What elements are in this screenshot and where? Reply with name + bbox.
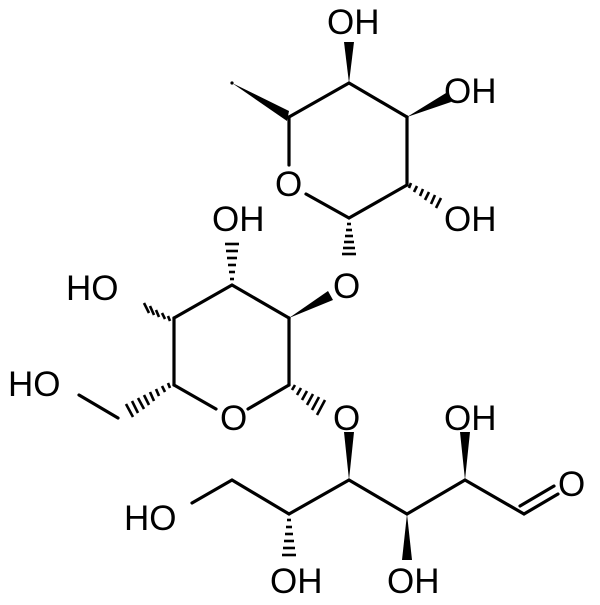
- chain-oh-wedge-bond: [460, 432, 470, 480]
- bond: [287, 478, 351, 516]
- bond: [246, 383, 291, 411]
- oh-right-mid-label: OH: [444, 200, 497, 239]
- chain-oh-bottom-wedge-bond: [402, 514, 412, 560]
- ring-2: [77, 242, 333, 420]
- bond: [77, 393, 120, 420]
- oh-top-label: OH: [327, 3, 380, 42]
- aldehyde-oxygen-label: O: [558, 465, 585, 504]
- o-link2-wedge-bond: [344, 432, 354, 480]
- oh-right-upper-label: OH: [444, 72, 497, 111]
- bond: [172, 283, 234, 320]
- methyl-wedge-bond: [232, 83, 289, 121]
- bond: [304, 192, 351, 220]
- ring-1: [232, 42, 451, 256]
- bond: [347, 183, 409, 220]
- bond: [230, 478, 291, 516]
- aldehyde-bond: [518, 484, 556, 508]
- bond: [347, 478, 409, 516]
- ring2-oh-hash-bond: [225, 242, 239, 281]
- o-link1-label: O: [333, 267, 360, 306]
- ring1-oxygen-label: O: [275, 165, 302, 204]
- bond: [190, 478, 234, 505]
- ring2-ch2-hash-bond: [124, 382, 172, 418]
- bond: [230, 283, 291, 320]
- anomeric-hash-bond-2: [290, 384, 327, 416]
- bond: [287, 81, 351, 119]
- ring2-oxygen-label: O: [220, 399, 247, 438]
- oh-chain-top-label: OH: [444, 399, 497, 438]
- o-link2-label: O: [333, 399, 360, 438]
- oh-bottom-right-label: OH: [387, 562, 440, 600]
- o-link1-wedge-bond: [289, 291, 333, 318]
- oh-ring2-top-label: OH: [212, 200, 265, 239]
- bond: [347, 81, 409, 119]
- chain-oh-hash-bond: [282, 518, 296, 557]
- oh-right-wedge-bond: [407, 93, 451, 117]
- oh-right-hash-bond: [407, 182, 443, 209]
- anomeric-hash-bond-1: [342, 222, 356, 256]
- ho-chain-left-label: HO: [124, 499, 177, 538]
- ho-ch2-label: HO: [8, 365, 61, 404]
- ring2-ho-hash-bond: [142, 302, 172, 322]
- bond: [172, 383, 218, 411]
- open-chain: [190, 432, 560, 560]
- ho-ring2-left-label: HO: [66, 269, 119, 308]
- bond: [405, 478, 467, 516]
- bond: [463, 478, 526, 516]
- atom-labels: OH OH OH O OH HO O HO O O OH O HO OH OH: [8, 3, 585, 601]
- aldehyde-bond: [522, 492, 560, 516]
- oh-top-wedge-bond: [344, 42, 354, 83]
- oh-bottom-left-label: OH: [270, 562, 323, 600]
